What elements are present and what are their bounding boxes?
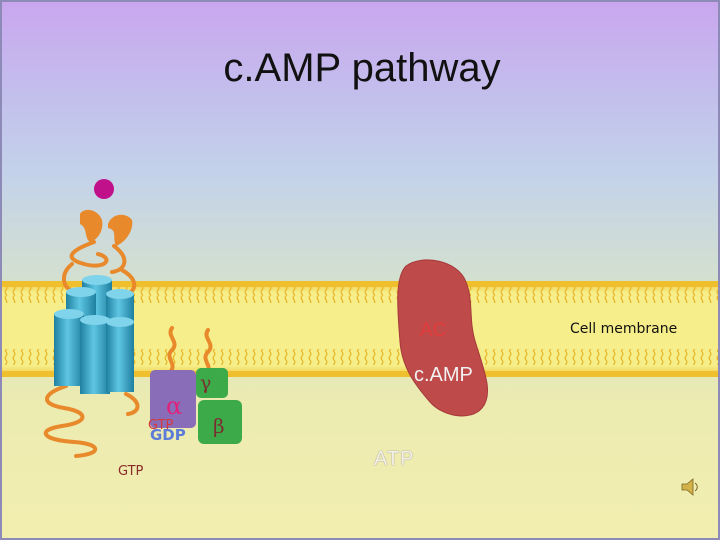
camp-label: c.AMP	[414, 364, 473, 386]
ligand-molecule	[94, 179, 114, 199]
gtp-free-label: GTP	[118, 464, 144, 479]
cell-membrane-label: Cell membrane	[570, 321, 678, 337]
gpcr-receptor	[54, 275, 134, 394]
alpha-symbol: α	[166, 392, 183, 420]
beta-symbol: β	[213, 414, 225, 438]
g-gamma-subunit	[196, 368, 228, 398]
slide-title: c.AMP pathway	[223, 46, 501, 90]
gtp-bound-label: GTP	[148, 418, 174, 433]
adenylyl-cyclase-label: AC	[420, 320, 447, 341]
g-beta-subunit	[198, 400, 242, 444]
speaker-icon[interactable]	[681, 478, 698, 496]
gdp-label: GDP	[150, 426, 186, 444]
g-protein-lipid-anchors	[167, 326, 213, 374]
receptor-helix	[54, 309, 84, 386]
g-alpha-subunit	[150, 370, 196, 428]
adenylyl-cyclase	[397, 259, 489, 417]
gamma-symbol: γ	[200, 372, 212, 394]
receptor-binding-site	[80, 209, 133, 246]
receptor-helix	[106, 317, 134, 392]
atp-label: ATP	[374, 448, 415, 470]
receptor-helix	[80, 315, 110, 394]
